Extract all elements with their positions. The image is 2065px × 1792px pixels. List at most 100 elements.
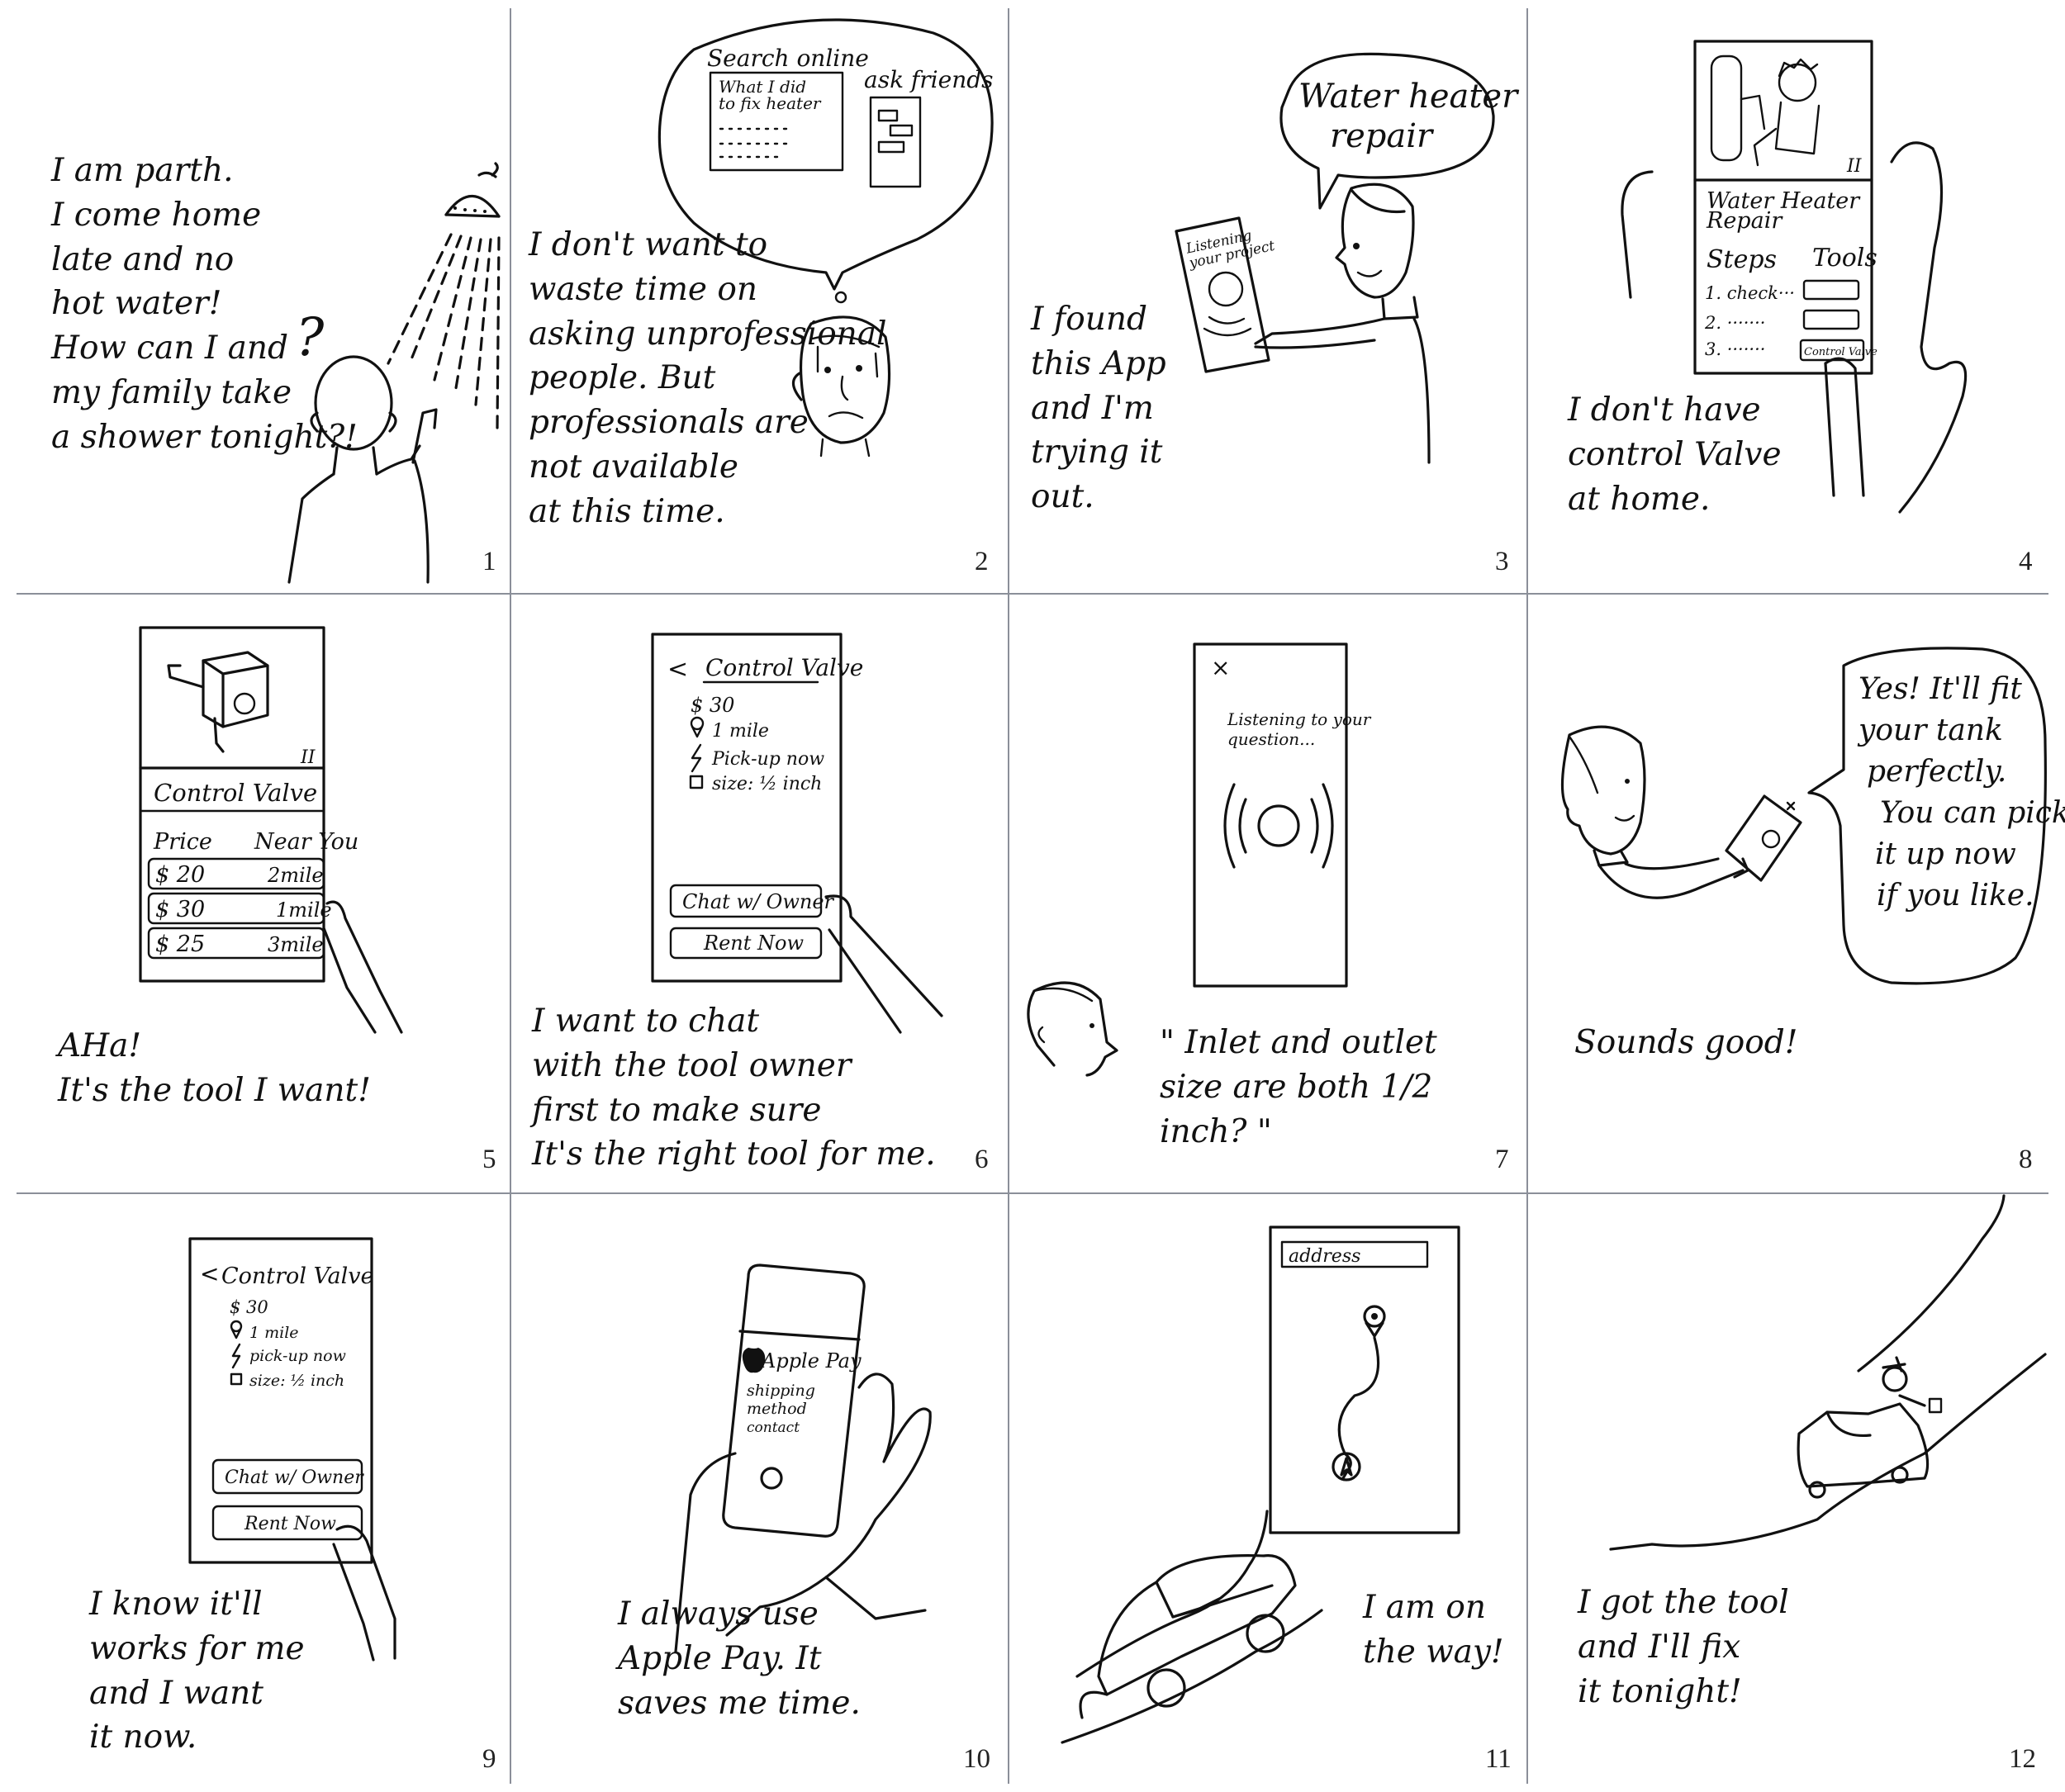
panel-1-art: ? (287, 162, 501, 584)
rent-now-button[interactable] (211, 1505, 363, 1541)
phone-listening (1725, 794, 1802, 882)
panel-6-caption: I want to chat with the tool owner first… (532, 1003, 936, 1173)
contact-label: contact (747, 1420, 800, 1436)
back-icon[interactable]: < (667, 655, 688, 684)
panel-6-number: 6 (975, 1145, 989, 1174)
detail-price: $ 30 (691, 694, 734, 717)
panel-6-art: < Control Valve $ 30 1 mile Pick-up now … (651, 633, 943, 1034)
pause-icon[interactable]: II (1846, 156, 1863, 177)
chat-with-owner-button[interactable] (211, 1458, 363, 1495)
steps-header: Steps (1707, 245, 1777, 274)
worried-man-face (791, 315, 891, 457)
panel-7-caption: " Inlet and outlet size are both 1/2 inc… (1160, 1024, 1437, 1150)
panel-4-number: 4 (2019, 547, 2033, 576)
chat-with-owner-label: Chat w/ Owner (682, 890, 835, 913)
listing-distance: 1mile (276, 898, 332, 922)
listing-distance: 3mile (268, 933, 324, 956)
listing-row[interactable] (147, 927, 325, 960)
search-card-line-2: to fix heater (719, 93, 822, 113)
man-face-profile (1027, 981, 1118, 1077)
panel-10-art: Apple Pay shipping method contact (674, 1263, 932, 1653)
detail-distance: 1 mile (249, 1324, 299, 1342)
detail-size: size: ½ inch (712, 774, 822, 794)
panel-divider (17, 593, 2048, 595)
panel-12-art (1609, 1194, 2047, 1551)
rent-now-label: Rent Now (244, 1514, 336, 1534)
close-icon[interactable]: × (1211, 654, 1230, 681)
panel-5-number: 5 (482, 1145, 496, 1174)
detail-price: $ 30 (230, 1297, 268, 1317)
tool-button-2[interactable] (1802, 309, 1860, 330)
listening-prompt: Listening to your question... (1227, 709, 1376, 749)
panel-2-number: 2 (975, 547, 989, 576)
pointing-finger (1824, 357, 1865, 497)
panel-4-caption: I don't have control Valve at home. (1568, 391, 1782, 518)
panel-12-number: 12 (2009, 1744, 2036, 1774)
man-holding-phone (1560, 725, 1749, 899)
tools-header: Tools (1812, 244, 1877, 273)
tool-button-1[interactable] (1802, 279, 1860, 301)
panel-8-number: 8 (2019, 1145, 2033, 1174)
apple-pay-label: Apple Pay (760, 1349, 862, 1372)
listing-price: $ 25 (155, 932, 205, 957)
chat-with-owner-label: Chat w/ Owner (225, 1467, 364, 1488)
panel-11-art: address (1061, 1225, 1460, 1744)
phone-frame (1193, 642, 1348, 988)
chat-with-owner-button[interactable] (669, 884, 823, 918)
speech-bubble (1807, 647, 2047, 985)
address-field[interactable] (1280, 1240, 1429, 1268)
location-pin-icon (690, 716, 705, 738)
screen-title: Water Heater Repair (1706, 188, 1867, 234)
panel-5-caption: AHa! It's the tool I want! (58, 1027, 371, 1109)
detail-distance: 1 mile (712, 721, 769, 742)
svg-text:Listening your project: Listening your project (1184, 223, 1276, 272)
detail-pickup: Pick-up now (711, 749, 824, 770)
listing-price: $ 20 (155, 862, 205, 888)
phone-frame (188, 1237, 373, 1564)
video-water-heater-repair: II (1710, 55, 1863, 177)
pointing-finger (322, 900, 403, 1034)
person-parth-back-view (287, 355, 438, 584)
panel-3-art: Water heater repair Listening your proje… (1175, 52, 1528, 464)
method-label: method (747, 1400, 807, 1418)
listing-row[interactable] (147, 892, 325, 925)
panel-5-art: II Control Valve Price Near You $ 20 2mi… (139, 626, 403, 1034)
panel-10-caption: I always use Apple Pay. It saves me time… (618, 1595, 861, 1722)
panel-7-art: × Listening to your question... (1027, 642, 1376, 1077)
address-placeholder: address (1289, 1246, 1360, 1267)
shower-head-icon (444, 162, 501, 218)
panel-9-art: < Control Valve $ 30 1 mile pick-up now … (188, 1237, 396, 1662)
back-icon[interactable]: < (200, 1260, 219, 1287)
rent-now-button[interactable] (669, 927, 823, 960)
delivery-car (1797, 1356, 1943, 1499)
panel-8-caption: Sounds good! (1574, 1024, 1798, 1061)
panel-11-caption: I am on the way! (1363, 1589, 1504, 1671)
panel-2-art: Search online What I did to fix heater a… (657, 18, 994, 457)
panel-7-number: 7 (1495, 1145, 1509, 1174)
step-2: 2. ······· (1704, 313, 1765, 333)
panel-divider (510, 8, 511, 1784)
pay-button[interactable] (760, 1467, 783, 1490)
price-header: Price (153, 829, 212, 855)
phone-frame (1269, 1225, 1460, 1534)
search-card-line-1: What I did (719, 77, 806, 97)
panel-11-number: 11 (1485, 1744, 1512, 1774)
speech-text: Water heater repair (1298, 78, 1528, 155)
detail-pickup: pick-up now (249, 1347, 346, 1365)
panel-3-caption: I found this App and I'm trying it out. (1031, 301, 1166, 516)
screen-title: Control Valve (154, 779, 317, 807)
panel-1-number: 1 (482, 547, 496, 576)
shipping-label: shipping (747, 1382, 815, 1400)
pause-icon[interactable]: II (300, 747, 316, 768)
search-result-card (709, 71, 844, 172)
listing-price: $ 30 (155, 897, 205, 922)
apple-logo-icon (742, 1348, 766, 1373)
listing-row[interactable] (147, 857, 325, 890)
pointing-finger (332, 1524, 396, 1662)
panel-divider (17, 1192, 2048, 1194)
panel-9-number: 9 (482, 1744, 496, 1774)
step-1: 1. check··· (1705, 283, 1795, 303)
panel-divider (1526, 8, 1528, 1784)
control-valve-button-label: Control Valve (1804, 346, 1877, 358)
